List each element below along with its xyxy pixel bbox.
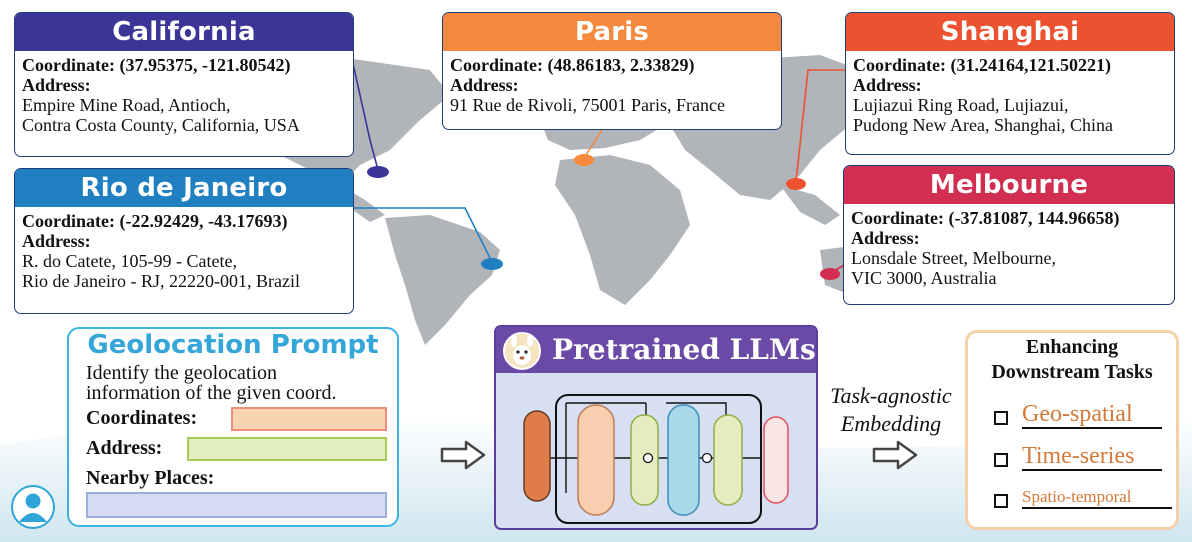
card-address-line: 91 Rue de Rivoli, 75001 Paris, France [450,95,725,115]
alpaca-logo-icon [503,332,541,370]
leader-line-paris [583,129,603,159]
coordinates-field [231,407,387,431]
card-title: Paris [443,13,781,51]
layer-block-input [523,410,551,502]
leader-line-california [349,49,379,171]
card-address-line: Lujiazui Ring Road, Lujiazui, [853,95,1069,115]
pretrained-llms-box: Pretrained LLMs [494,325,818,530]
card-coordinate: Coordinate: (48.86183, 2.33829) [450,55,695,75]
africa [555,155,690,305]
task-agnostic-embedding-label: Task-agnostic Embedding [816,382,966,438]
checkbox-icon [994,494,1008,508]
pin-paris [574,154,594,166]
tasks-title: Enhancing Downstream Tasks [968,335,1176,385]
card-address-line: Rio de Janeiro - RJ, 22220-001, Brazil [22,271,300,291]
card-address-line: R. do Catete, 105-99 - Catete, [22,251,237,271]
task-text: Spatio-temporal [1022,487,1172,509]
pin-california [367,166,389,178]
layer-block [577,404,615,516]
location-card-paris: Paris Coordinate: (48.86183, 2.33829) Ad… [442,12,782,130]
nearby-places-field [86,492,387,518]
task-agnostic-line: Embedding [840,411,942,436]
checkbox-icon [994,453,1008,467]
residual-add-node [701,452,713,464]
card-address-line: VIC 3000, Australia [851,268,997,288]
prompt-instruction: Identify the geolocation information of … [86,363,401,403]
pin-shanghai [786,178,806,190]
residual-add-node [642,452,654,464]
user-avatar-icon [11,485,55,529]
prompt-instruction-line: Identify the geolocation [86,362,278,384]
task-text: Time-series [1022,443,1162,472]
location-card-rio-de-janeiro: Rio de Janeiro Coordinate: (-22.92429, -… [14,168,354,314]
location-card-melbourne: Melbourne Coordinate: (-37.81087, 144.96… [843,165,1175,305]
arrow-right-icon [440,440,486,470]
pin-melbourne [820,268,840,280]
card-title: California [15,13,353,51]
leader-line-rio [350,207,493,263]
card-title: Melbourne [844,166,1174,204]
layer-block-output [763,416,789,504]
prompt-title: Geolocation Prompt [87,330,379,360]
card-address-line: Empire Mine Road, Antioch, [22,95,231,115]
card-coordinate: Coordinate: (37.95375, -121.80542) [22,55,291,75]
card-address-line: Contra Costa County, California, USA [22,115,300,135]
downstream-tasks-box: Enhancing Downstream Tasks Geo-spatial T… [965,330,1179,530]
card-address-line: Lonsdale Street, Melbourne, [851,248,1056,268]
card-address-label: Address: [22,231,91,251]
card-address-label: Address: [450,75,519,95]
task-text: Geo-spatial [1022,401,1162,430]
card-address-line: Pudong New Area, Shanghai, China [853,115,1113,135]
card-address-label: Address: [851,228,920,248]
card-address-label: Address: [22,75,91,95]
layer-block [667,404,700,516]
location-card-california: California Coordinate: (37.95375, -121.8… [14,12,354,157]
transformer-architecture-diagram [523,394,789,524]
arrow-right-icon [872,440,918,470]
card-title: Rio de Janeiro [15,169,353,207]
task-agnostic-line: Task-agnostic [830,383,952,408]
southeast-asia [780,185,840,225]
pin-rio [481,258,503,270]
leader-line-shanghai [795,69,850,183]
card-coordinate: Coordinate: (31.24164,121.50221) [853,55,1111,75]
tasks-title-line: Downstream Tasks [991,361,1153,383]
geolocation-prompt-box: Geolocation Prompt Identify the geolocat… [67,327,399,527]
nearby-places-label: Nearby Places: [86,467,215,489]
coordinates-label: Coordinates: [86,407,198,429]
tasks-title-line: Enhancing [1025,336,1119,358]
card-coordinate: Coordinate: (-37.81087, 144.96658) [851,208,1120,228]
card-coordinate: Coordinate: (-22.92429, -43.17693) [22,211,288,231]
card-address-label: Address: [853,75,922,95]
location-card-shanghai: Shanghai Coordinate: (31.24164,121.50221… [845,12,1175,155]
south-america [385,215,500,345]
layer-block [713,414,743,506]
address-field [187,437,387,461]
address-label: Address: [86,437,163,459]
prompt-instruction-line: information of the given coord. [86,382,337,404]
checkbox-icon [994,411,1008,425]
llm-title: Pretrained LLMs [496,327,816,373]
card-title: Shanghai [846,13,1174,51]
